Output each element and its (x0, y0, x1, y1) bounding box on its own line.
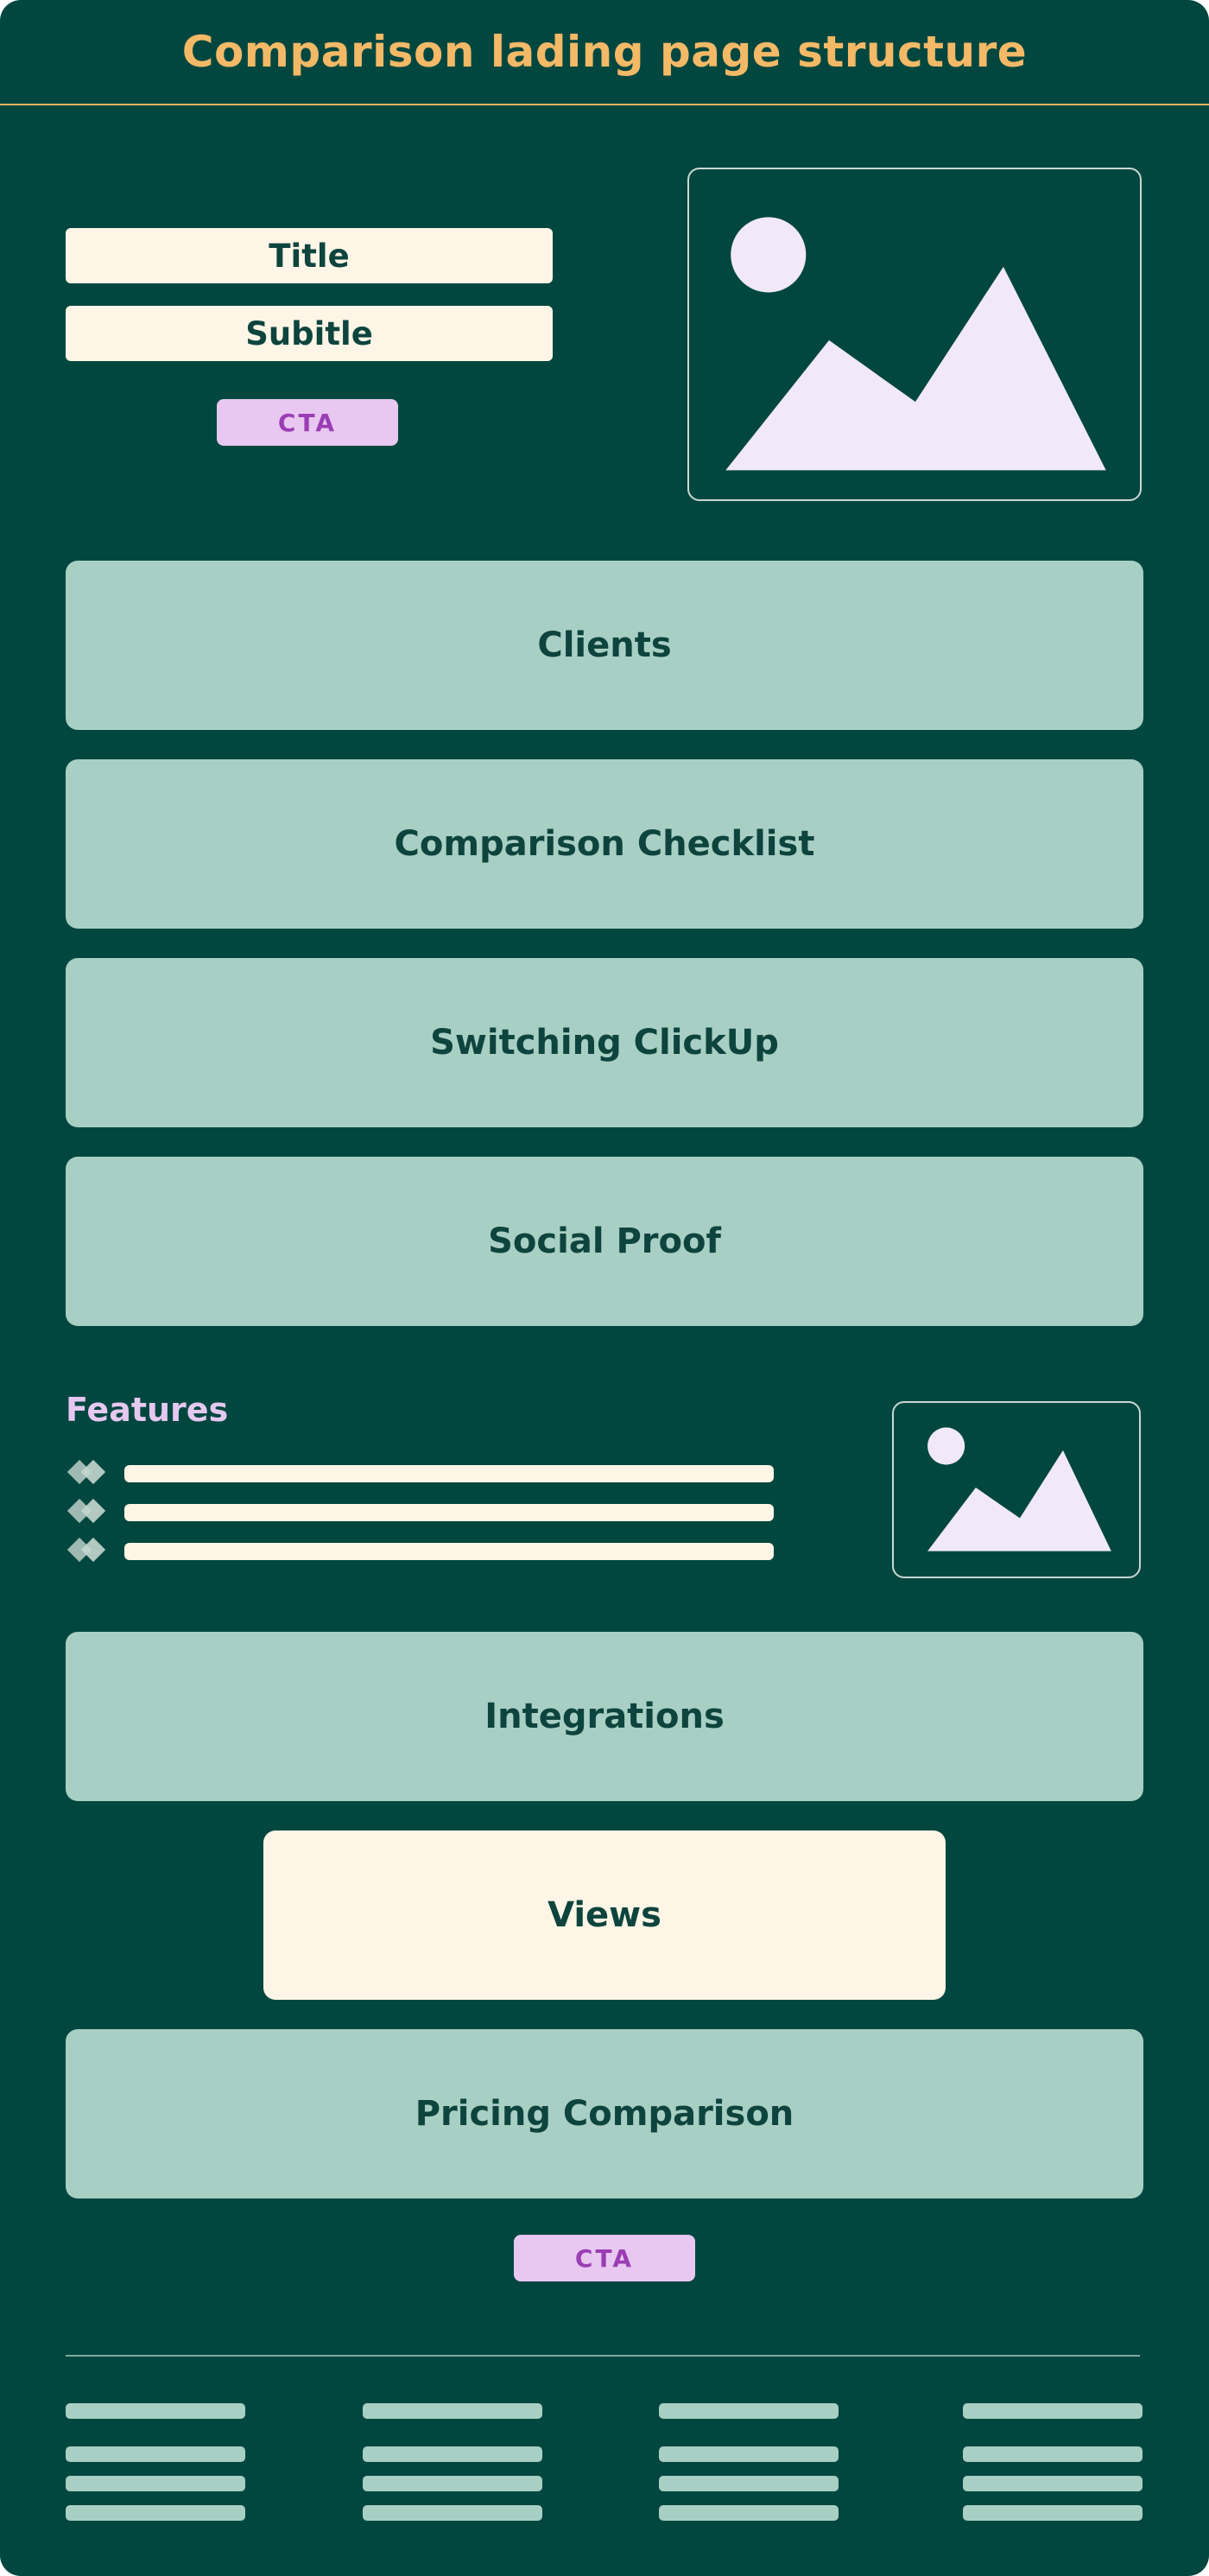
feature-text-placeholder (124, 1504, 774, 1521)
feature-text-placeholder (124, 1465, 774, 1482)
hero-image-placeholder (687, 168, 1142, 501)
diamond-bullet-icon (80, 1459, 106, 1485)
footer-link-placeholder[interactable] (66, 2505, 245, 2521)
footer-link-placeholder[interactable] (363, 2446, 542, 2462)
diamond-bullet-icon (80, 1537, 106, 1563)
footer-link-placeholder[interactable] (659, 2446, 839, 2462)
image-icon (725, 217, 1106, 471)
hero-cta-button[interactable]: CTA (217, 399, 398, 446)
image-icon (927, 1427, 1111, 1551)
section-clients: Clients (66, 561, 1143, 730)
footer-link-placeholder[interactable] (963, 2505, 1143, 2521)
footer-link-placeholder[interactable] (66, 2446, 245, 2462)
section-comparison-checklist: Comparison Checklist (66, 759, 1143, 929)
footer-heading-placeholder[interactable] (963, 2403, 1143, 2419)
features-image-placeholder (892, 1401, 1141, 1578)
footer-heading-placeholder[interactable] (659, 2403, 839, 2419)
section-views: Views (263, 1830, 946, 2000)
footer-link-placeholder[interactable] (963, 2476, 1143, 2491)
footer-link-placeholder[interactable] (659, 2505, 839, 2521)
footer-heading-placeholder[interactable] (363, 2403, 542, 2419)
section-integrations: Integrations (66, 1632, 1143, 1801)
section-switching: Switching ClickUp (66, 958, 1143, 1127)
feature-list-item (66, 1498, 774, 1524)
section-pricing-comparison: Pricing Comparison (66, 2029, 1143, 2198)
section-social-proof: Social Proof (66, 1157, 1143, 1326)
footer-link-placeholder[interactable] (66, 2476, 245, 2491)
header: Comparison lading page structure (0, 0, 1209, 105)
diamond-bullet-icon (80, 1498, 106, 1524)
hero-title-placeholder: Title (66, 228, 553, 283)
footer-link-placeholder[interactable] (659, 2476, 839, 2491)
footer-divider (66, 2355, 1140, 2357)
footer-link-placeholder[interactable] (363, 2505, 542, 2521)
footer-link-placeholder[interactable] (363, 2476, 542, 2491)
feature-text-placeholder (124, 1543, 774, 1560)
hero-subtitle-placeholder: Subitle (66, 306, 553, 361)
page-title: Comparison lading page structure (181, 27, 1028, 77)
footer-heading-placeholder[interactable] (66, 2403, 245, 2419)
features-title: Features (66, 1391, 229, 1429)
bottom-cta-button[interactable]: CTA (514, 2235, 695, 2281)
feature-list-item (66, 1459, 774, 1485)
feature-list-item (66, 1537, 774, 1563)
footer-link-placeholder[interactable] (963, 2446, 1143, 2462)
